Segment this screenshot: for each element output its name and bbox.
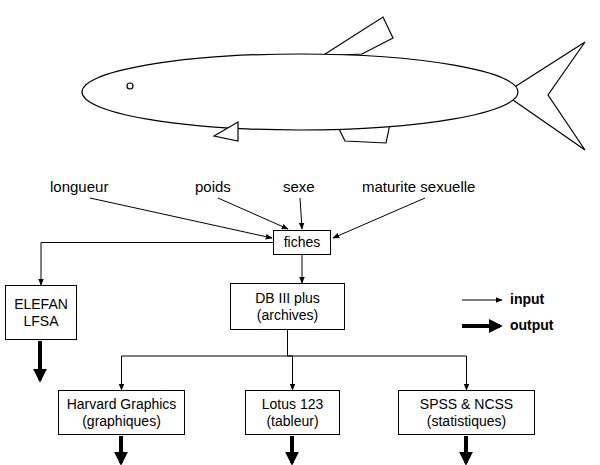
input-arrow [218,198,288,229]
node-text: (tableur) [266,413,318,430]
process-box: ELEFAN LFSA [5,285,77,340]
legend-text: input [510,291,544,308]
process-box: Lotus 123(tableur) [245,390,340,435]
node-text: ELEFAN LFSA [10,296,72,330]
archive-box: DB III plus(archives) [230,283,345,330]
fish-drawing [82,17,585,150]
input-arrow [333,198,425,238]
node-text: DB III plus [255,290,320,307]
measurement-label: sexe [283,178,315,196]
node-text: fiches [284,234,321,251]
input-arrow [90,198,272,238]
legend-input-sample [462,300,502,301]
legend-samples [462,300,502,326]
tail-fin [513,42,585,150]
node-text: (statistiques) [427,413,506,430]
input-arrow [300,198,302,229]
node-text: (graphiques) [82,413,161,430]
flow-connector [288,330,467,390]
node-text: (archives) [257,307,318,324]
flow-connector [302,255,303,283]
legend-output-sample [462,324,500,328]
output-arrow [119,436,123,463]
measurement-label: poids [195,178,231,196]
flow-connector [288,330,293,390]
process-box: fiches [273,230,331,255]
process-box: Harvard Graphics(graphiques) [58,390,185,435]
dorsal-fin [322,17,393,56]
fish-body [82,54,518,130]
node-text: SPSS & NCSS [420,396,513,413]
legend-text: output [510,317,554,334]
pectoral-fin [214,122,238,141]
node-text: Lotus 123 [262,396,324,413]
node-text: Harvard Graphics [67,396,177,413]
output-arrow [290,436,294,463]
process-box: SPSS & NCSS(statistiques) [398,390,535,435]
flow-connector [122,330,288,390]
output-arrow [464,436,468,463]
output-arrow [38,341,42,380]
measurement-label: maturite sexuelle [362,178,475,196]
input-leader-lines [90,198,425,238]
measurement-label: longueur [50,178,108,196]
flow-connector [41,243,273,286]
fish-eye [127,83,133,89]
